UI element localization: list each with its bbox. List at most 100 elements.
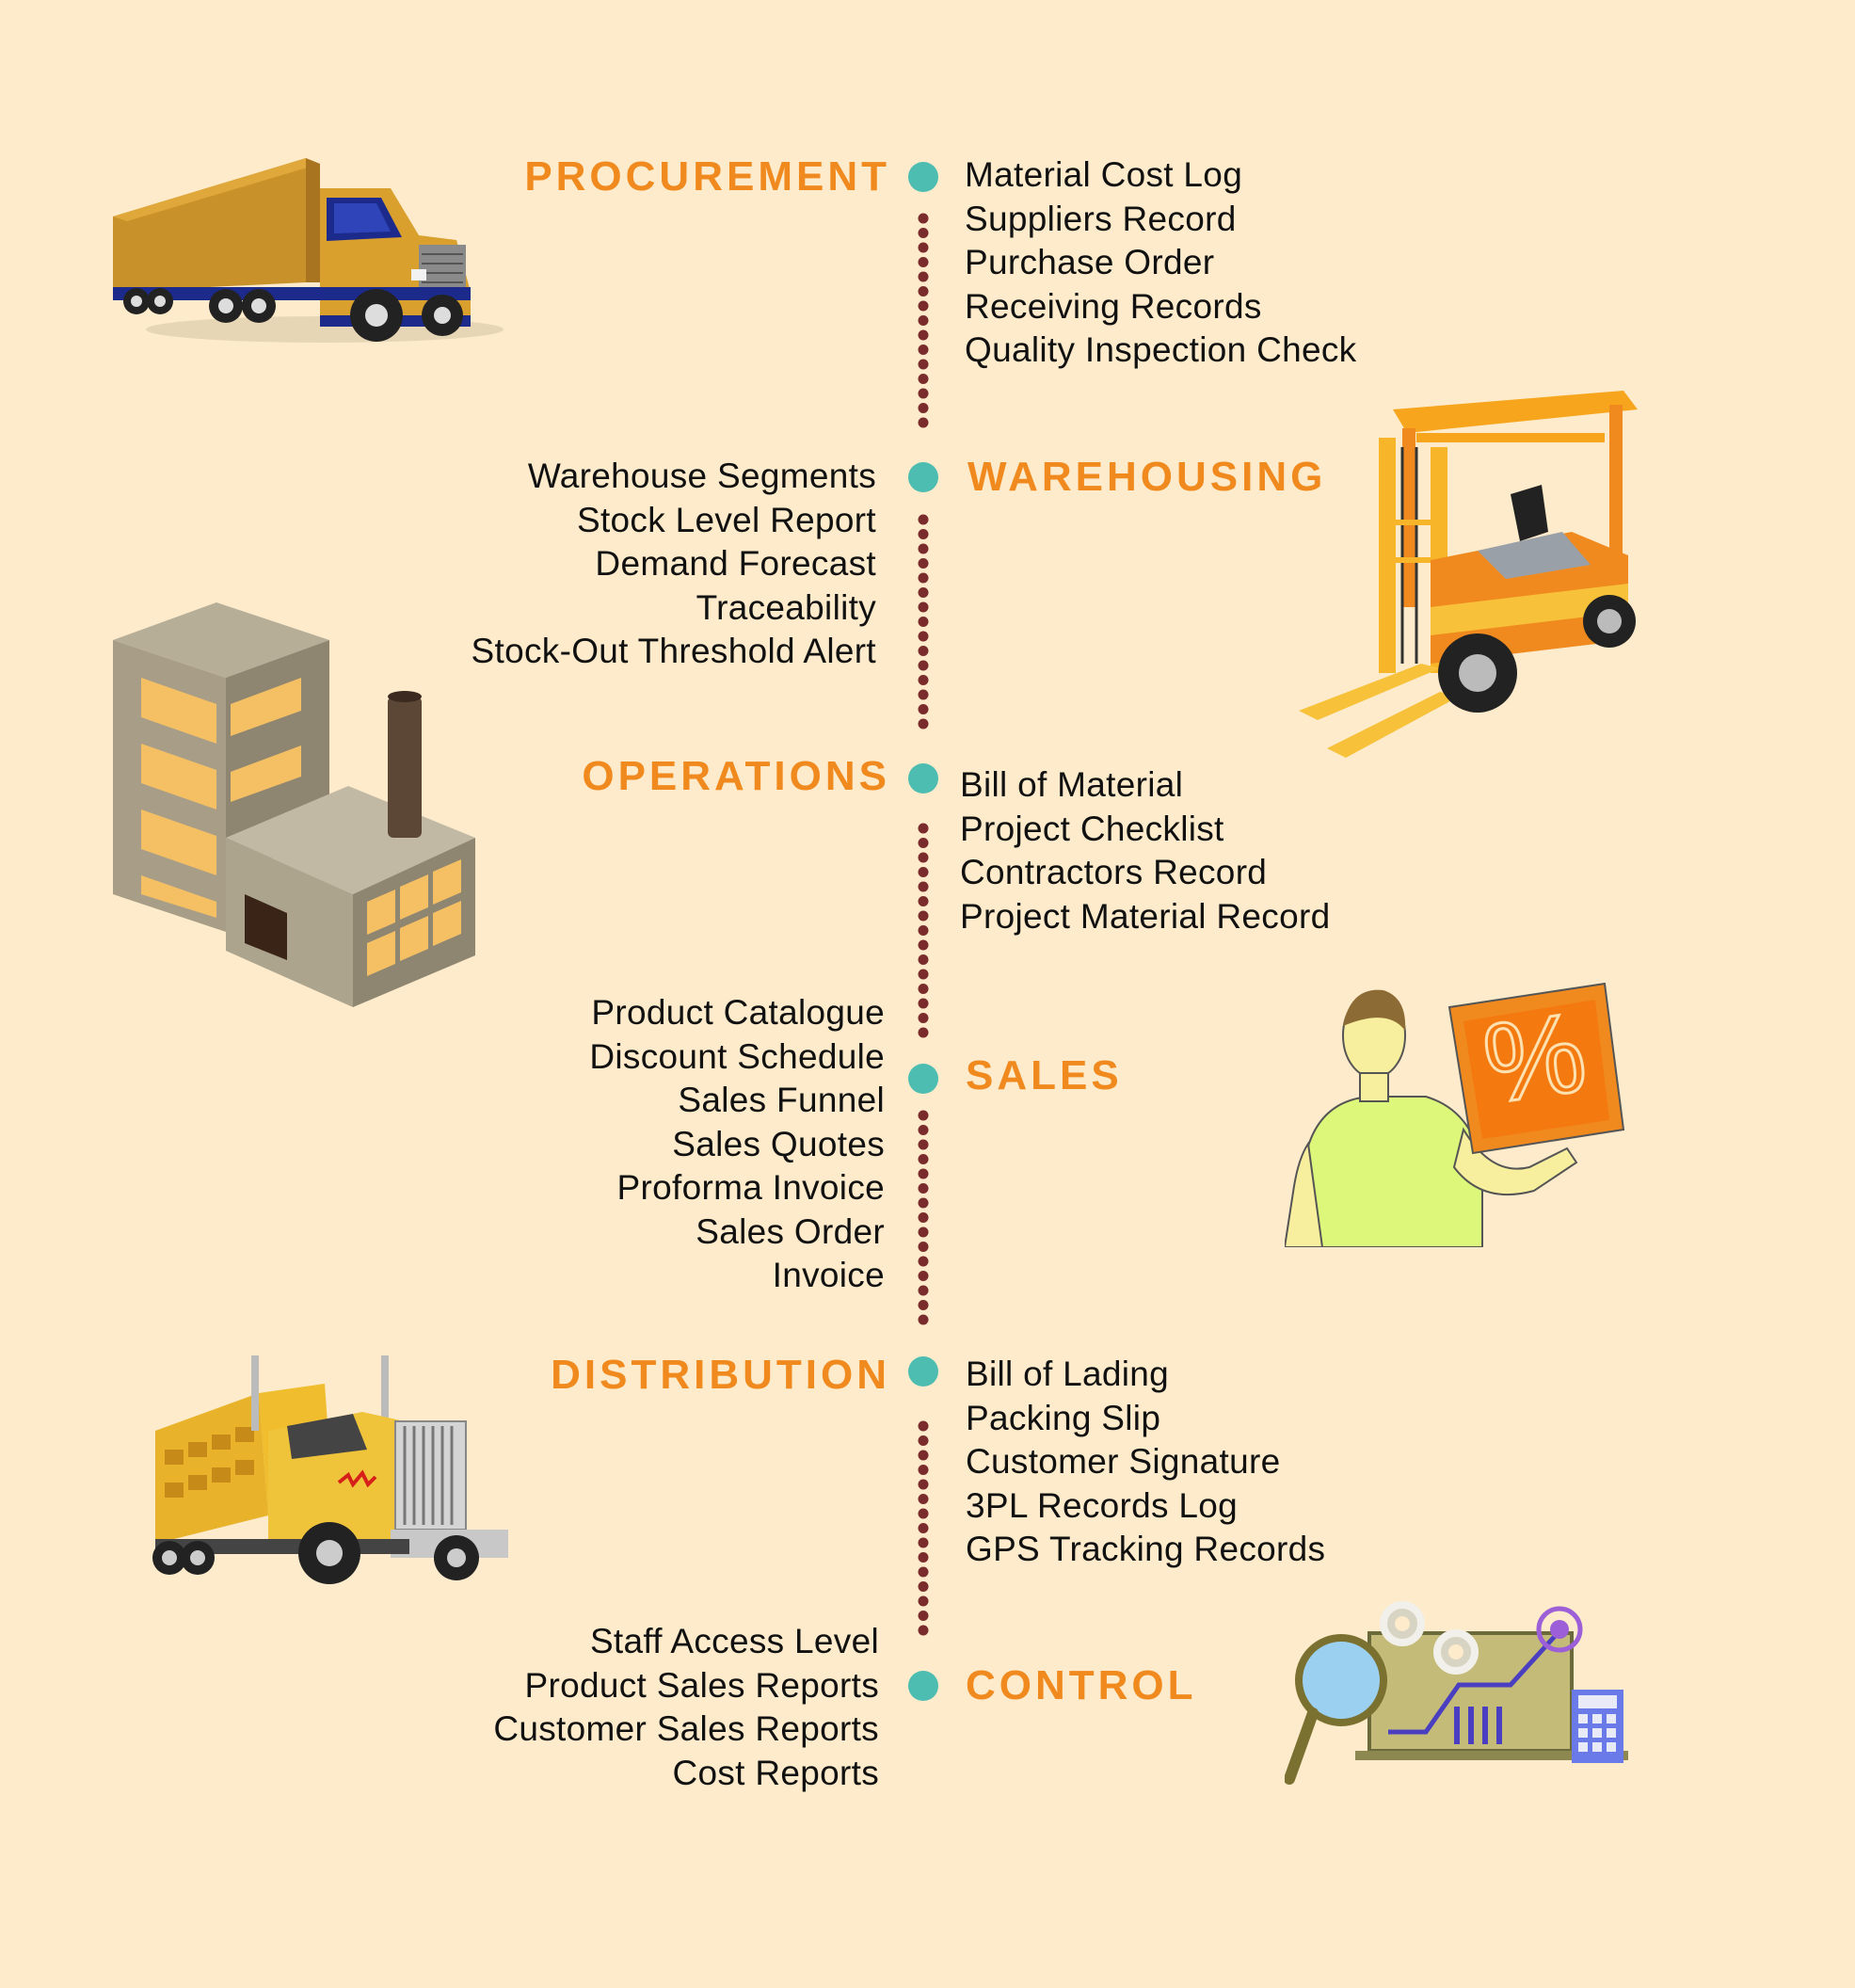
list-item: Product Catalogue: [591, 993, 885, 1032]
list-item: Receiving Records: [965, 286, 1262, 326]
timeline-dot: [918, 1566, 929, 1578]
timeline-dot: [918, 1435, 929, 1446]
timeline-dot: [918, 315, 929, 326]
list-item: Stock-Out Threshold Alert: [471, 632, 876, 670]
distribution-node: [908, 1356, 938, 1387]
timeline-dot: [918, 1625, 929, 1636]
list-item: Proforma Invoice: [616, 1168, 885, 1207]
warehousing-node: [908, 462, 938, 492]
list-item: Traceability: [696, 587, 876, 627]
list-item: Suppliers Record: [965, 199, 1237, 238]
list-item: Project Material Record: [960, 896, 1331, 936]
list-item: Bill of Material: [960, 765, 1184, 804]
list-item: Contractors Record: [960, 853, 1268, 891]
timeline-dot: [918, 896, 929, 906]
list-item: Stock Level Report: [576, 500, 876, 539]
timeline-dot: [918, 867, 929, 877]
timeline-dot: [918, 969, 929, 980]
timeline-dot: [918, 1139, 929, 1150]
distribution-heading: DISTRIBUTION: [551, 1352, 890, 1398]
timeline-dot: [918, 1110, 929, 1121]
list-item: Project Checklist: [960, 809, 1224, 848]
list-item: GPS Tracking Records: [966, 1530, 1326, 1568]
sales-node: [908, 1064, 938, 1094]
timeline-dot: [918, 881, 929, 892]
list-item: Bill of Lading: [966, 1355, 1170, 1393]
timeline-dot: [918, 417, 929, 428]
timeline-dot: [918, 1523, 929, 1533]
timeline-dot: [918, 1537, 929, 1548]
timeline-dot: [918, 689, 929, 700]
list-item: Sales Funnel: [678, 1081, 885, 1119]
analytics-icon: [1285, 1601, 1628, 1785]
list-item: 3PL Records Log: [966, 1485, 1239, 1525]
factory-icon: [113, 602, 475, 1007]
svg-text:%: %: [1477, 988, 1593, 1128]
timeline-dot: [918, 529, 929, 539]
timeline-dot: [918, 388, 929, 399]
operations-items: Bill of Material Project Checklist Contr…: [960, 763, 1331, 938]
timeline-dot: [918, 514, 929, 525]
list-item: Invoice: [772, 1256, 885, 1294]
box-truck-icon: [113, 158, 504, 343]
timeline-dot: [918, 572, 929, 584]
timeline-dot: [918, 1183, 929, 1194]
timeline-dot: [918, 1595, 929, 1607]
timeline-dot: [918, 704, 929, 714]
timeline-dot: [918, 838, 929, 848]
list-item: Material Cost Log: [965, 155, 1243, 194]
timeline-dot: [918, 257, 929, 267]
timeline-dot: [918, 286, 929, 297]
timeline-dot: [918, 1242, 929, 1252]
timeline-dot: [918, 660, 929, 671]
list-item: Demand Forecast: [595, 544, 876, 583]
procurement-items: Material Cost Log Suppliers Record Purch…: [965, 153, 1356, 373]
operations-heading: OPERATIONS: [582, 753, 890, 799]
timeline-dot: [918, 403, 929, 413]
timeline-dot: [918, 823, 929, 834]
timeline-dot: [918, 1611, 929, 1621]
warehousing-items: Warehouse Segments Stock Level Report De…: [472, 455, 876, 674]
timeline-dot: [918, 1226, 929, 1238]
control-node: [908, 1671, 938, 1701]
list-item: Packing Slip: [966, 1398, 1161, 1437]
list-item: Customer Sales Reports: [493, 1709, 879, 1748]
timeline-dot: [918, 213, 929, 224]
list-item: Sales Order: [696, 1211, 885, 1251]
timeline-dot: [918, 1013, 929, 1023]
timeline-dot: [918, 1285, 929, 1296]
timeline-dot: [918, 954, 929, 965]
timeline-dot: [918, 925, 929, 936]
timeline-dot: [918, 345, 929, 355]
timeline-dot: [918, 1479, 929, 1490]
salesman-percent-icon: %: [1285, 982, 1625, 1247]
timeline-dot: [918, 1300, 929, 1310]
timeline-dot: [918, 1197, 929, 1209]
timeline-dot: [918, 1212, 929, 1223]
timeline-dot: [918, 228, 929, 238]
timeline-dot: [918, 1581, 929, 1592]
timeline-dot: [918, 242, 929, 253]
list-item: Discount Schedule: [589, 1036, 885, 1076]
timeline-dot: [918, 617, 929, 627]
timeline-dot: [918, 1256, 929, 1267]
timeline-dot: [918, 1027, 929, 1038]
forklift-icon: [1299, 391, 1638, 758]
timeline-dot: [918, 1314, 929, 1325]
procurement-heading: PROCUREMENT: [524, 153, 890, 200]
timeline-dot: [918, 601, 929, 613]
control-items: Staff Access Level Product Sales Reports…: [493, 1620, 879, 1795]
timeline-dot: [918, 1154, 929, 1164]
timeline-dot: [918, 1450, 929, 1461]
control-heading: CONTROL: [966, 1662, 1197, 1708]
sales-heading: SALES: [966, 1052, 1123, 1098]
timeline-dot: [918, 300, 929, 312]
timeline-dot: [918, 646, 929, 656]
timeline-dot: [918, 1465, 929, 1475]
timeline-dot: [918, 1508, 929, 1519]
list-item: Purchase Order: [965, 243, 1215, 281]
timeline-dot: [918, 1420, 929, 1432]
dump-truck-icon: [152, 1355, 508, 1584]
